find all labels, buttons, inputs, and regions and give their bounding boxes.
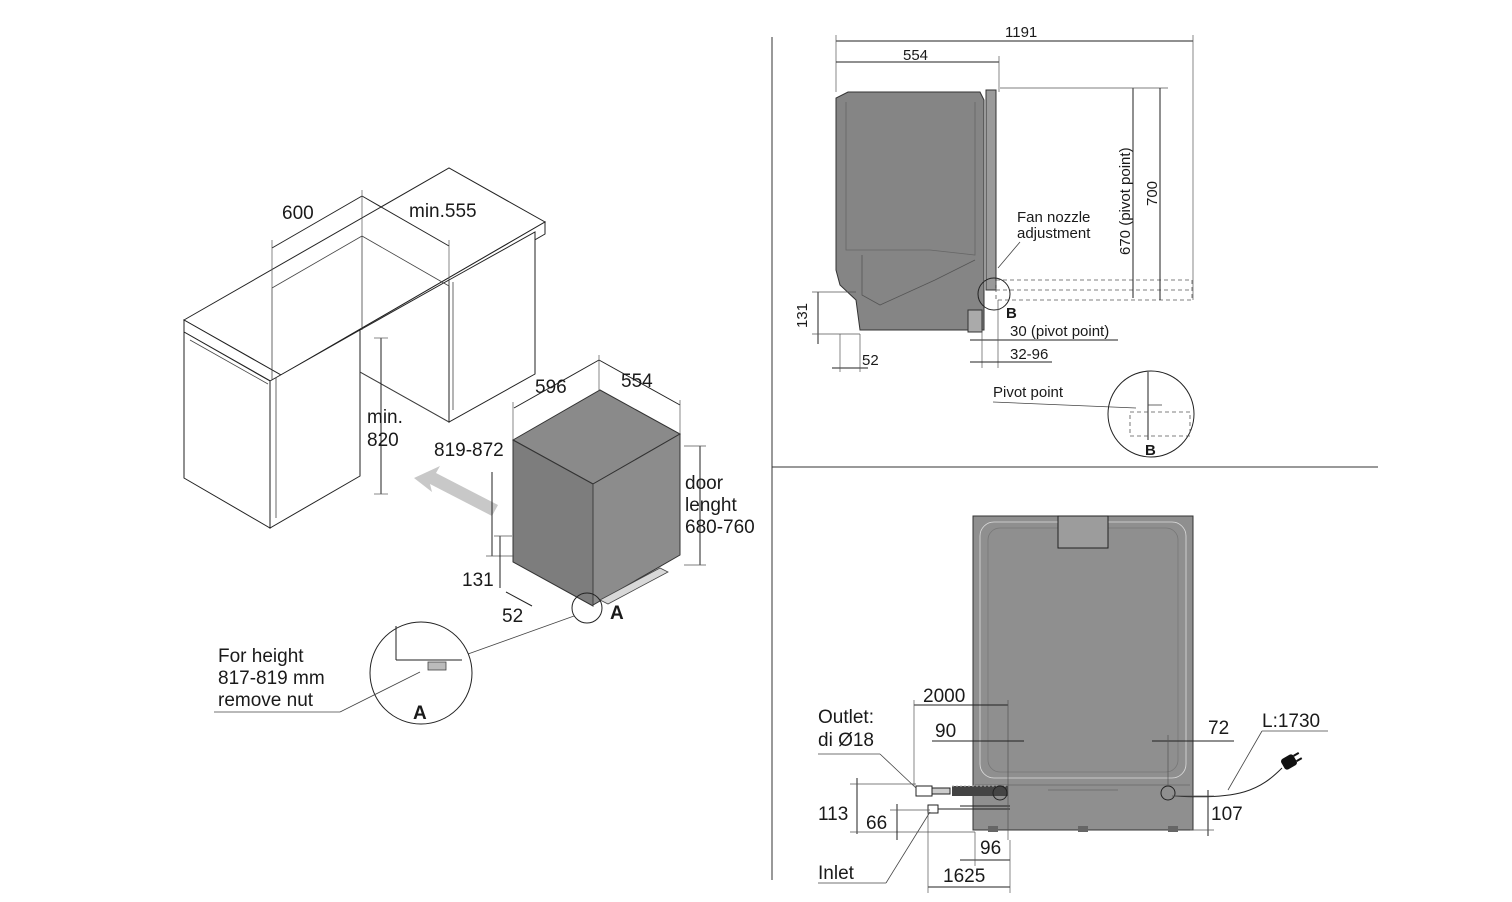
detail-b-marker [977,277,1011,311]
iso-door-label-3: 680-760 [685,517,755,538]
insert-arrow-icon [414,466,498,516]
front-offset-96: 96 [980,838,1001,859]
iso-min-label: min. [367,407,403,428]
outlet-height-113: 113 [818,804,848,825]
outlet-length-2000: 2000 [923,686,965,707]
front-offset-72: 72 [1208,718,1229,739]
iso-width-600: 600 [282,203,314,224]
detail-a-label: A [413,703,427,724]
side-plinth-131: 131 [794,303,811,328]
iso-depth-min555: min.555 [409,201,477,222]
iso-door-label-1: door [685,473,724,494]
detail-a-marker [571,592,603,624]
side-dishwasher-body [835,91,985,331]
fan-nozzle-label-2: adjustment [1017,225,1091,242]
side-door [985,89,997,291]
front-view: Outlet: di Ø18 2000 90 72 L:1730 113 [818,515,1328,893]
iso-width-596: 596 [535,377,567,398]
socket-height-107: 107 [1211,804,1243,825]
detail-a-circle [369,621,473,725]
iso-plinth-131: 131 [462,570,494,591]
note-line-1: For height [218,646,304,667]
inlet-height-66: 66 [866,813,887,834]
iso-depth-554: 554 [621,371,653,392]
note-line-2: 817-819 mm [218,668,325,689]
iso-door-label-2: lenght [685,495,737,516]
side-view: 1191 554 670 (pivot point) 700 Fan nozzl… [794,24,1195,459]
left-cabinet-side [269,329,361,529]
front-dishwasher-body [972,515,1194,831]
detail-b-marker-label: B [1006,305,1017,322]
note-line-3: remove nut [218,690,314,711]
outlet-label-1: Outlet: [818,707,874,728]
detail-a-marker-label: A [610,603,624,624]
cable-length-label: L:1730 [1262,711,1320,732]
side-depth-554: 554 [903,47,928,64]
inlet-length-1625: 1625 [943,866,985,887]
detail-b-circle [1107,370,1195,458]
pivot-point-label: Pivot point [993,384,1064,401]
side-pivot-30: 30 (pivot point) [1010,323,1109,340]
detail-b-label: B [1145,442,1156,459]
side-height-670: 670 (pivot point) [1117,147,1134,255]
side-depth-1191: 1191 [1005,24,1037,41]
iso-setback-52: 52 [502,606,523,627]
top-notch [1057,515,1109,549]
side-range-32-96: 32-96 [1010,346,1048,363]
isometric-view: 600 min.555 min. 820 596 554 819-872 doo… [182,167,755,725]
inlet-label: Inlet [818,863,855,884]
fan-nozzle-label-1: Fan nozzle [1017,209,1090,226]
power-plug-icon [1281,752,1303,770]
side-setback-52: 52 [862,352,879,369]
iso-height-820: 820 [367,430,399,451]
side-height-700: 700 [1144,181,1161,206]
front-offset-90: 90 [935,721,956,742]
iso-height-819-872: 819-872 [434,440,504,461]
outlet-label-2: di Ø18 [818,730,874,751]
